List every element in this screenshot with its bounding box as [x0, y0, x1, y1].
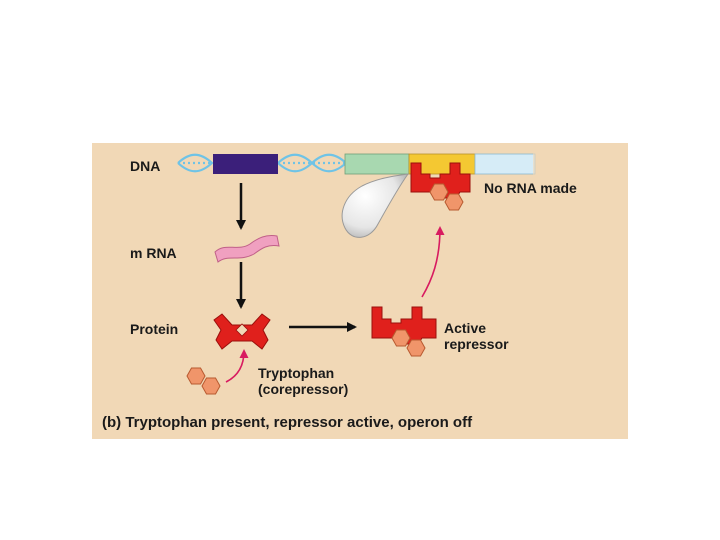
regulatory-gene: [213, 154, 278, 174]
tryptophan-binding-arrow: [225, 349, 249, 383]
inactive-repressor: [213, 313, 271, 350]
repressor-binding-arrow: [421, 226, 445, 298]
mrna-strand: [214, 235, 280, 263]
mrna-label: m RNA: [130, 245, 177, 261]
operon-genes-fade: [533, 152, 547, 176]
no-rna-label: No RNA made: [484, 180, 577, 196]
operon-genes: [474, 153, 536, 175]
rna-polymerase: [341, 173, 410, 238]
protein-label: Protein: [130, 321, 178, 337]
active-label-line2: repressor: [444, 336, 509, 352]
tryptophan-label-line1: Tryptophan: [258, 365, 334, 381]
dna-label: DNA: [130, 158, 160, 174]
promoter: [344, 153, 410, 175]
figure-caption: (b) Tryptophan present, repressor active…: [102, 414, 473, 431]
active-label-line1: Active: [444, 320, 486, 336]
tryptophan-label-line2: (corepressor): [258, 381, 348, 397]
